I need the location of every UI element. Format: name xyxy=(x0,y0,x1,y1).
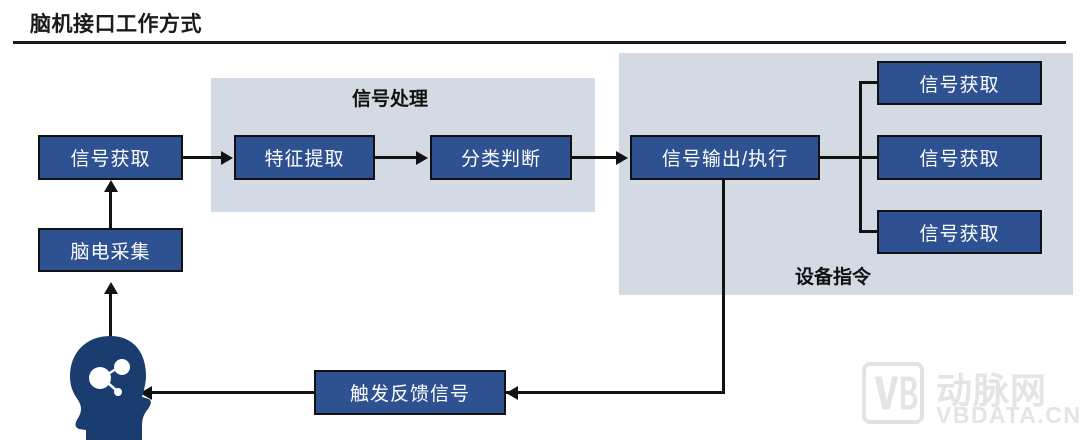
box-feedback-signal[interactable]: 触发反馈信号 xyxy=(314,370,506,415)
watermark: 动脉网 VBDATA.CN xyxy=(862,362,1080,434)
connector-bracket-to-device-1 xyxy=(859,81,879,84)
head-profile-brain-icon xyxy=(56,330,168,440)
panel-signal-processing-label: 信号处理 xyxy=(352,89,429,110)
box-signal-output[interactable]: 信号输出/执行 xyxy=(630,135,820,180)
connector-bracket-to-device-2 xyxy=(859,156,879,159)
arrowhead-acquisition-to-feature xyxy=(221,150,233,165)
panel-device-commands-label: 设备指令 xyxy=(795,267,872,288)
box-feature-extraction[interactable]: 特征提取 xyxy=(234,135,375,180)
box-classification[interactable]: 分类判断 xyxy=(430,135,572,180)
box-signal-acquisition[interactable]: 信号获取 xyxy=(38,135,183,180)
connector-output-down xyxy=(722,180,725,394)
watermark-logo-icon xyxy=(862,362,924,424)
box-eeg-collection[interactable]: 脑电采集 xyxy=(38,228,183,272)
arrowhead-into-acquisition xyxy=(103,180,118,192)
watermark-name-en: VBDATA.CN xyxy=(936,402,1080,428)
arrowhead-into-eeg xyxy=(103,282,118,294)
connector-eeg-to-acquisition xyxy=(109,188,112,230)
box-device-command-1[interactable]: 信号获取 xyxy=(877,61,1042,105)
connector-down-to-feedback xyxy=(506,391,725,394)
arrowhead-classification-to-output xyxy=(616,150,628,165)
watermark-name-cn: 动脉网 xyxy=(936,370,1048,411)
connector-bracket-to-device-3 xyxy=(859,230,879,233)
connector-acquisition-to-feature xyxy=(183,156,222,159)
title-underline xyxy=(13,41,1066,44)
page-title: 脑机接口工作方式 xyxy=(30,13,202,36)
connector-head-to-eeg xyxy=(109,290,112,340)
connector-feedback-to-head xyxy=(150,391,314,394)
arrowhead-feature-to-classification xyxy=(416,150,428,165)
connector-output-to-bracket xyxy=(820,156,862,159)
box-device-command-2[interactable]: 信号获取 xyxy=(877,135,1042,180)
box-device-command-3[interactable]: 信号获取 xyxy=(877,210,1042,254)
connector-classification-to-output xyxy=(572,156,617,159)
arrowhead-into-feedback xyxy=(506,385,518,400)
connector-feature-to-classification xyxy=(375,156,417,159)
